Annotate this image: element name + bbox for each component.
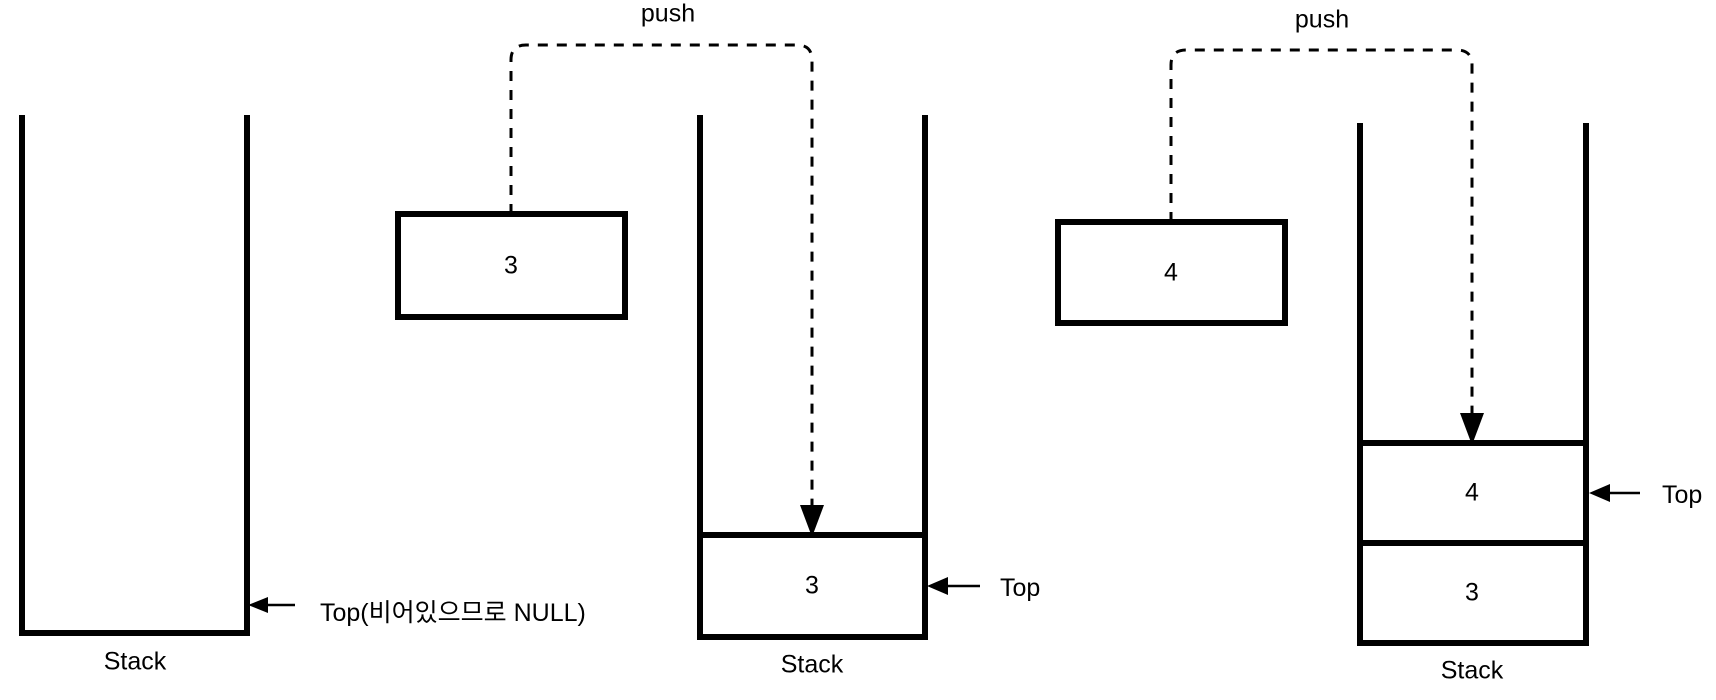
push-box-4-value: 4 bbox=[1164, 258, 1178, 287]
stack-one-item-cell-0-value: 3 bbox=[805, 571, 819, 600]
push-arrow-2-head bbox=[1460, 413, 1484, 445]
stack-empty-outline bbox=[19, 115, 250, 636]
stack-empty-group bbox=[19, 115, 295, 636]
stack-caption-empty: Stack bbox=[103, 647, 167, 676]
push-box-3 bbox=[395, 211, 628, 320]
stack-two-items-group bbox=[1357, 123, 1640, 646]
stack-caption-two-items: Stack bbox=[1440, 656, 1504, 685]
stack-one-item-outline bbox=[697, 115, 928, 640]
top-pointer-arrow-two-items bbox=[1589, 484, 1640, 502]
stack-two-items-cell-0-value: 4 bbox=[1465, 478, 1479, 507]
top-pointer-arrow-one-item bbox=[927, 577, 980, 595]
push-arrow-1-group bbox=[509, 43, 824, 537]
push-box-4 bbox=[1055, 219, 1288, 326]
top-pointer-arrow-empty bbox=[248, 597, 295, 613]
stack-two-items-outline bbox=[1357, 123, 1589, 646]
push-label-1: push bbox=[640, 0, 696, 28]
top-pointer-label-empty: Top(비어있으므로 NULL) bbox=[320, 599, 586, 627]
stack-caption-one-item: Stack bbox=[780, 650, 844, 679]
push-label-2: push bbox=[1294, 5, 1350, 34]
push-arrow-1-head bbox=[800, 505, 824, 537]
top-pointer-label-two-items: Top bbox=[1662, 481, 1703, 509]
top-pointer-label-one-item: Top bbox=[1000, 574, 1041, 602]
stack-one-item-group bbox=[697, 115, 980, 640]
push-arrow-2-group bbox=[1169, 48, 1484, 445]
stack-two-items-cell-1-value: 3 bbox=[1465, 578, 1479, 607]
push-box-3-value: 3 bbox=[504, 251, 518, 280]
